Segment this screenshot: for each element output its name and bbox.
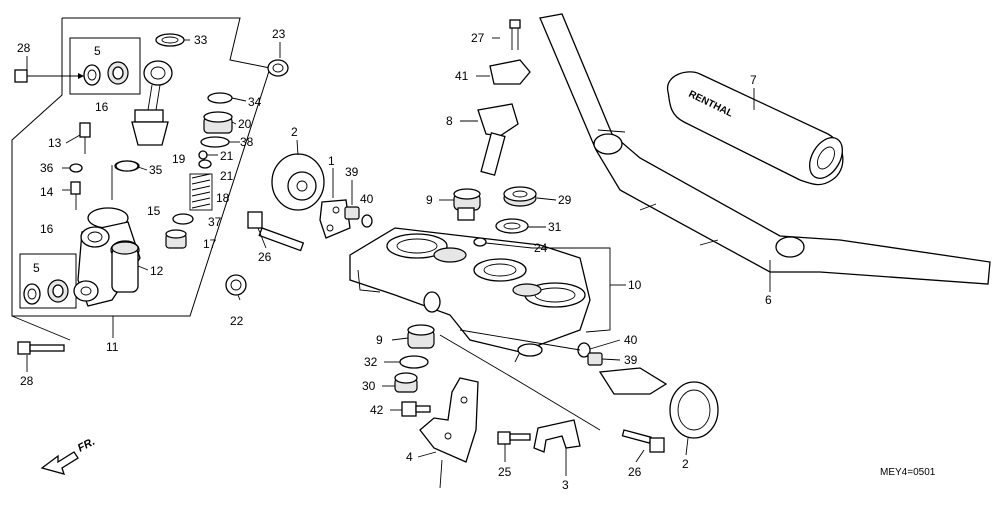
callout-2-left: 2 (291, 125, 298, 139)
callout-41: 41 (455, 69, 469, 83)
washer-31 (495, 218, 529, 234)
callout-labels: 28 5 16 33 23 34 20 38 19 21 21 18 37 17… (17, 27, 772, 492)
callout-12: 12 (150, 264, 164, 278)
callout-24: 24 (534, 241, 548, 255)
clamp-3 (533, 419, 581, 453)
grip-7: RENTHAL (667, 71, 844, 186)
callout-5-upper: 5 (94, 44, 101, 58)
callout-23: 23 (272, 27, 286, 41)
bracket-4 (419, 377, 479, 489)
callout-16-lower: 16 (40, 222, 54, 236)
callout-27: 27 (471, 31, 485, 45)
riser-8 (477, 19, 531, 176)
cap-23 (267, 59, 289, 77)
washer-32 (399, 355, 429, 369)
nut-29 (503, 186, 537, 207)
leader-lines (26, 37, 771, 476)
callout-28-lower: 28 (20, 374, 34, 388)
callout-3: 3 (562, 478, 569, 492)
washer-35 (115, 160, 139, 172)
callout-20: 20 (238, 117, 252, 131)
cover-2-left (271, 153, 325, 211)
rubber-bushing-9-lower (407, 324, 435, 349)
callout-8: 8 (446, 114, 453, 128)
callout-30: 30 (362, 379, 376, 393)
callout-40-right: 40 (624, 333, 638, 347)
callout-36: 36 (40, 161, 54, 175)
bolt-28-lower (17, 341, 65, 355)
front-arrow-label: FR. (76, 436, 97, 455)
callout-19: 19 (172, 152, 186, 166)
callout-26-left: 26 (258, 250, 272, 264)
callout-22: 22 (230, 314, 244, 328)
diagram-code: MEY4=0501 (880, 467, 936, 478)
callout-25: 25 (498, 465, 512, 479)
bushing-set-lower (23, 279, 69, 305)
bracket-1-right (598, 367, 668, 395)
bushing-30 (394, 372, 418, 393)
bolt-42 (401, 401, 431, 417)
callout-9-upper: 9 (426, 193, 433, 207)
bolt-25 (497, 431, 531, 445)
callout-18: 18 (216, 191, 230, 205)
callout-11: 11 (106, 340, 119, 354)
handlebar-6 (539, 13, 991, 285)
callout-34: 34 (248, 95, 262, 109)
callout-35: 35 (149, 163, 163, 177)
callout-28-upper: 28 (17, 41, 31, 55)
callout-42: 42 (370, 403, 384, 417)
callout-5-lower: 5 (33, 261, 40, 275)
rubber-bushing-9-upper (453, 188, 481, 221)
callout-1: 1 (328, 154, 335, 168)
callout-2-right: 2 (682, 457, 689, 471)
nut-24 (473, 237, 487, 247)
callout-10: 10 (628, 278, 642, 292)
callout-7: 7 (750, 73, 757, 87)
sleeve-12 (111, 241, 139, 293)
bushing-set-upper (83, 61, 129, 86)
top-bridge-10 (349, 227, 591, 363)
callout-38: 38 (240, 135, 254, 149)
callout-37: 37 (208, 215, 222, 229)
cover-2-right (669, 381, 719, 439)
callout-26-right: 26 (628, 465, 642, 479)
bolt-26-left (247, 211, 305, 252)
bleeder-parts (69, 122, 91, 210)
nut-39-right (587, 352, 603, 366)
washer-40-left (361, 214, 373, 228)
callout-31: 31 (548, 220, 562, 234)
callout-40-left: 40 (360, 192, 374, 206)
callout-39-left: 39 (345, 165, 359, 179)
bolt-26-right (621, 429, 665, 453)
callout-29: 29 (558, 193, 572, 207)
callout-9-lower: 9 (376, 333, 383, 347)
bracket-1 (319, 199, 351, 239)
left-assembly-outline (11, 17, 271, 341)
nut-39-left (344, 206, 360, 220)
callout-15: 15 (147, 204, 161, 218)
callout-13: 13 (48, 136, 62, 150)
callout-6: 6 (765, 293, 772, 307)
cap-22 (225, 274, 247, 296)
callout-33: 33 (194, 33, 208, 47)
callout-21-upper: 21 (220, 149, 234, 163)
bolt-28-upper (14, 69, 84, 83)
callout-4: 4 (406, 450, 413, 464)
callout-32: 32 (364, 355, 378, 369)
washer-33 (155, 33, 185, 47)
front-direction-arrow: FR. (40, 436, 97, 475)
callout-14: 14 (40, 185, 54, 199)
callout-21-lower: 21 (220, 169, 234, 183)
damper-stack (165, 92, 233, 249)
callout-39-right: 39 (624, 353, 638, 367)
callout-16-upper: 16 (95, 100, 109, 114)
callout-17: 17 (203, 237, 217, 251)
